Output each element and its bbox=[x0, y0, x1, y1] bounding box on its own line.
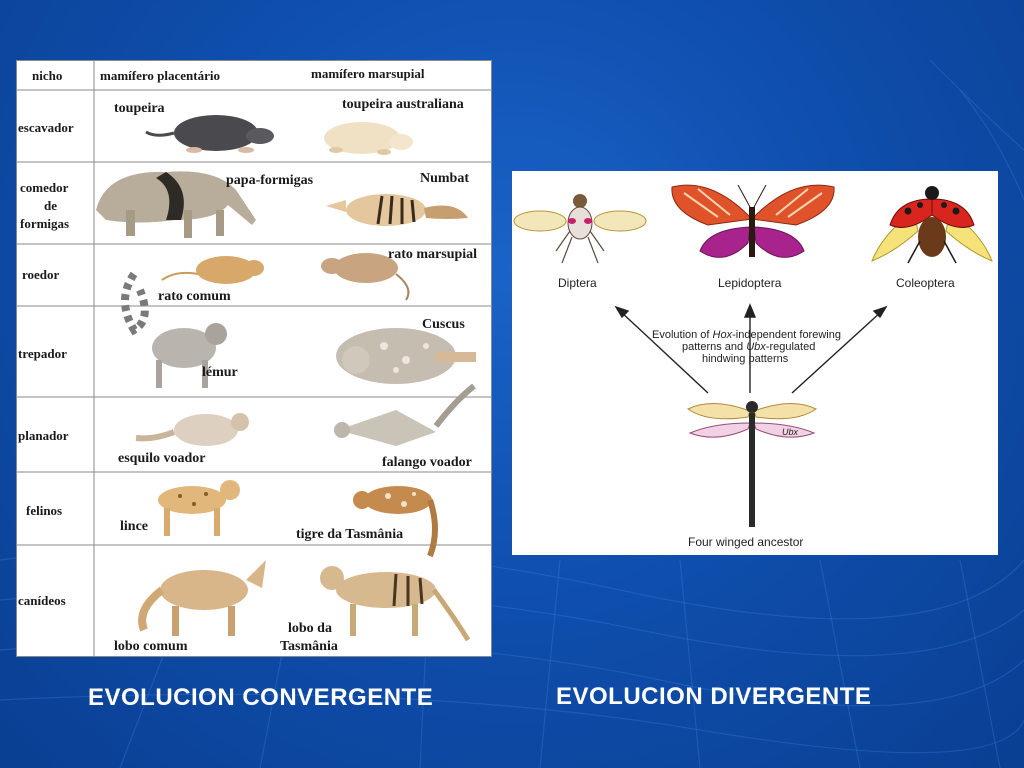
niche-label: canídeos bbox=[18, 593, 66, 608]
butterfly-illustration bbox=[671, 184, 835, 258]
niche-label: roedor bbox=[22, 267, 60, 282]
lemur-illustration bbox=[121, 271, 227, 388]
animal-label: tigre da Tasmânia bbox=[296, 527, 403, 542]
niche-label: formigas bbox=[20, 216, 69, 231]
animal-label: lince bbox=[120, 519, 148, 534]
cuscus-illustration bbox=[336, 328, 476, 384]
table-graphic: nicho mamífero placentário mamífero mars… bbox=[16, 60, 492, 657]
animal-label: toupeira bbox=[114, 101, 165, 116]
evolution-note: patterns and Ubx-regulated bbox=[682, 341, 815, 353]
evolution-note: Evolution of Hox-independent forewing bbox=[652, 329, 841, 341]
rat-illustration bbox=[161, 256, 264, 284]
order-label: Coleoptera bbox=[896, 276, 955, 290]
niche-label: planador bbox=[18, 428, 69, 443]
animal-label: lémur bbox=[202, 365, 238, 380]
niche-label: comedor bbox=[20, 180, 69, 195]
quoll-illustration bbox=[353, 486, 438, 558]
animal-label: lobo comum bbox=[114, 639, 188, 654]
header-niche: nicho bbox=[32, 68, 62, 83]
wolf-illustration bbox=[138, 560, 266, 636]
animal-label: lobo da bbox=[288, 621, 332, 636]
animal-label: Cuscus bbox=[422, 317, 465, 332]
marsupial-rat-illustration bbox=[321, 253, 410, 301]
animal-label: falango voador bbox=[382, 455, 472, 470]
thylacine-illustration bbox=[320, 566, 471, 642]
convergent-caption: EVOLUCION CONVERGENTE bbox=[88, 684, 434, 711]
divergent-caption: EVOLUCION DIVERGENTE bbox=[556, 683, 872, 710]
animal-label: Tasmânia bbox=[280, 639, 338, 654]
animal-label: papa-formigas bbox=[226, 173, 314, 188]
convergent-evolution-table: nicho mamífero placentário mamífero mars… bbox=[16, 60, 492, 657]
order-label: Diptera bbox=[558, 276, 597, 290]
animal-label: Numbat bbox=[420, 171, 469, 186]
niche-label: de bbox=[44, 198, 57, 213]
divergent-evolution-figure: Diptera Lepidoptera Coleoptera bbox=[512, 171, 998, 555]
evolution-note: hindwing patterns bbox=[702, 353, 789, 365]
dragonfly-illustration bbox=[687, 401, 817, 527]
niche-label: felinos bbox=[26, 503, 62, 518]
anteater-illustration bbox=[96, 171, 256, 238]
header-placental: mamífero placentário bbox=[100, 68, 220, 83]
niche-label: escavador bbox=[18, 120, 74, 135]
marsupial-mole-illustration bbox=[324, 122, 413, 155]
ancestor-label: Four winged ancestor bbox=[688, 535, 803, 549]
fly-illustration bbox=[513, 194, 647, 264]
insect-wings-diagram: Diptera Lepidoptera Coleoptera bbox=[513, 184, 993, 549]
sugar-glider-illustration bbox=[334, 383, 476, 446]
flying-squirrel-illustration bbox=[135, 413, 249, 446]
ladybug-illustration bbox=[871, 186, 993, 264]
order-label: Lepidoptera bbox=[718, 276, 782, 290]
gene-label: Ubx bbox=[782, 427, 799, 437]
mole-illustration bbox=[145, 115, 274, 153]
niche-label: trepador bbox=[18, 346, 67, 361]
lynx-illustration bbox=[158, 480, 240, 536]
numbat-illustration bbox=[326, 194, 468, 226]
header-marsupial: mamífero marsupial bbox=[311, 66, 425, 81]
animal-label: rato marsupial bbox=[388, 247, 477, 262]
animal-label: esquilo voador bbox=[118, 451, 206, 466]
animal-label: rato comum bbox=[158, 289, 231, 304]
animal-label: toupeira australiana bbox=[342, 97, 464, 112]
